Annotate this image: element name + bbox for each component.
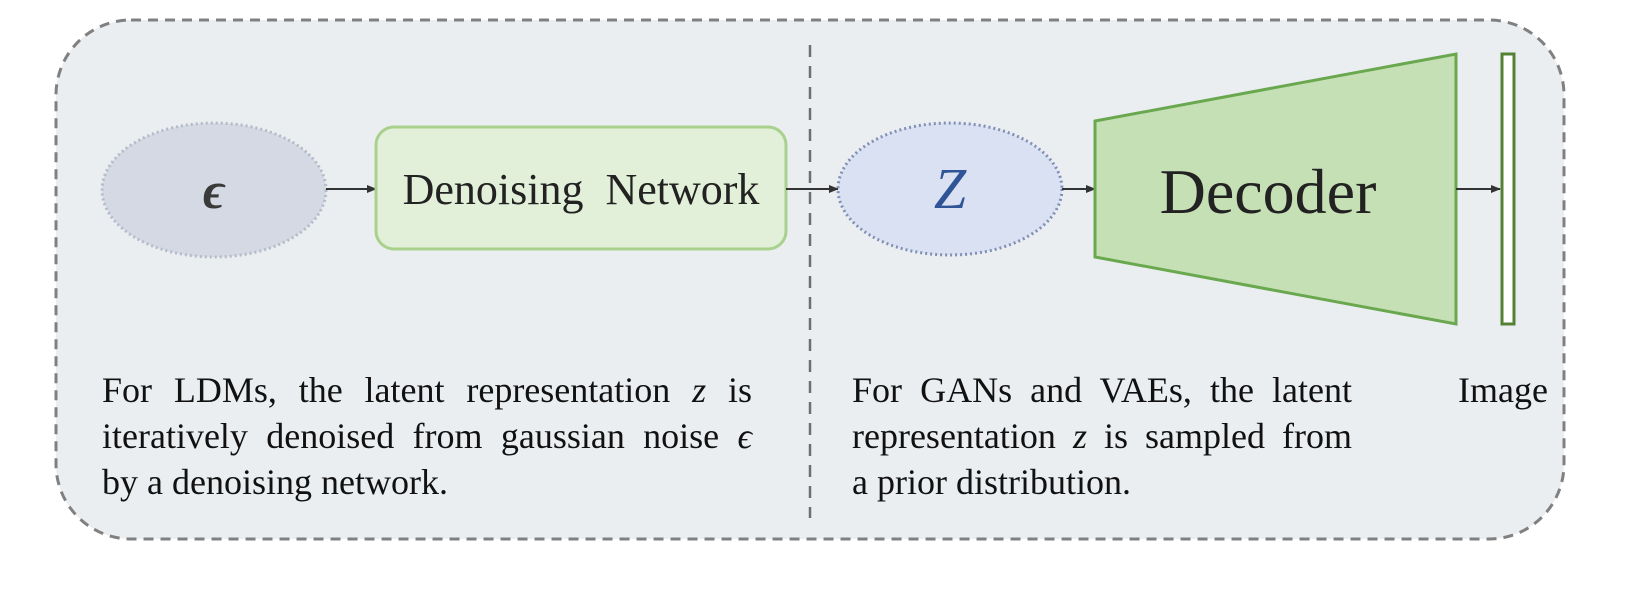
ldm-caption-line-1: For LDMs, the latent representation z is — [102, 370, 753, 410]
ldm-caption-line-3: by a denoising network. — [102, 462, 448, 502]
decoder-label: Decoder — [1160, 156, 1377, 227]
latent-label: Z — [934, 156, 967, 221]
denoising-network-label: Denoising Network — [403, 165, 760, 214]
gan-vae-caption-line-2: representation z is sampled from — [852, 416, 1352, 456]
image-output-node — [1500, 52, 1516, 326]
gan-vae-caption-line-1: For GANs and VAEs, the latent — [852, 370, 1352, 410]
gan-vae-caption-line-3: a prior distribution. — [852, 462, 1131, 502]
noise-label: ϵ — [203, 163, 226, 220]
ldm-caption: For LDMs, the latent representation z is… — [102, 367, 752, 505]
ldm-caption-line-2: iteratively denoised from gaussian noise… — [102, 416, 752, 456]
image-label: Image — [1458, 370, 1548, 410]
gan-vae-caption: For GANs and VAEs, the latent representa… — [852, 367, 1352, 505]
decoder-node — [1093, 52, 1458, 326]
